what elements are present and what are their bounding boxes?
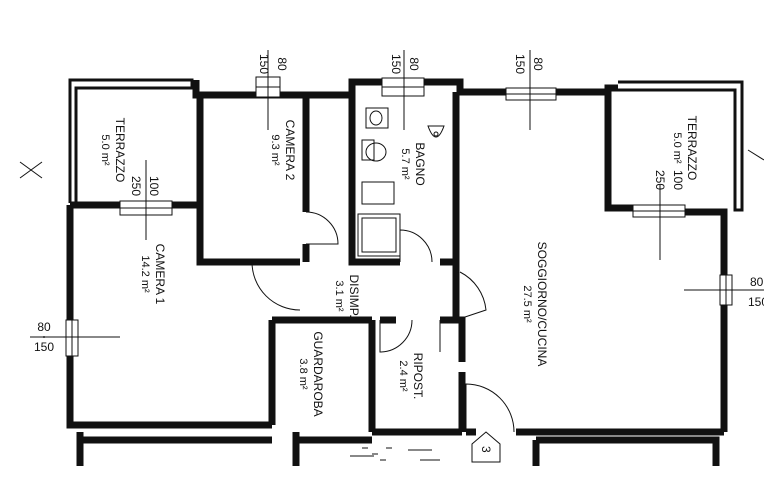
window-height: 80: [407, 57, 421, 71]
doors: [251, 211, 515, 433]
room-area: 5.0 m²: [99, 134, 111, 166]
room-label-bagno: BAGNO 5.7 m²: [399, 142, 427, 185]
room-name: RIPOST.: [411, 353, 425, 400]
room-name: TERRAZZO: [113, 118, 127, 183]
interior-walls: [76, 92, 720, 466]
window-label-w5: 100 250: [653, 170, 685, 190]
room-area: 14.2 m²: [139, 255, 151, 293]
room-label-camera2: CAMERA 2 9.3 m²: [269, 120, 297, 181]
stair-number: 3: [479, 446, 493, 453]
room-label-disimp: DISIMP. 3.1 m²: [333, 274, 361, 317]
room-area: 3.1 m²: [333, 280, 345, 312]
room-area: 2.4 m²: [397, 360, 409, 392]
window-width: 150: [513, 54, 527, 74]
bathroom-fixtures: [357, 107, 445, 257]
window-width: 150: [389, 54, 403, 74]
room-label-camera1: CAMERA 1 14.2 m²: [139, 244, 167, 305]
window-height: 80: [275, 57, 289, 71]
room-name: BAGNO: [413, 142, 427, 185]
room-label-terrazzo-right: TERRAZZO 5.0 m²: [671, 116, 699, 181]
window-height: 80: [531, 57, 545, 71]
room-area: 5.7 m²: [399, 148, 411, 180]
room-label-guardaroba: GUARDAROBA 3.8 m²: [297, 331, 325, 416]
windows: [65, 76, 733, 357]
stairs: [350, 431, 501, 463]
window-width: 150: [257, 54, 271, 74]
room-name: GUARDAROBA: [311, 331, 325, 416]
room-name: CAMERA 2: [283, 120, 297, 181]
room-name: TERRAZZO: [685, 116, 699, 181]
window-width: 150: [748, 295, 764, 309]
room-name: CAMERA 1: [153, 244, 167, 305]
room-label-ripost: RIPOST. 2.4 m²: [397, 353, 425, 400]
room-area: 9.3 m²: [269, 134, 281, 166]
window-height: 100: [147, 176, 161, 196]
dimension-lines: [19, 50, 764, 338]
window-height: 80: [750, 275, 764, 289]
window-width: 150: [34, 340, 54, 354]
room-area: 27.5 m²: [521, 285, 533, 323]
window-label-w7: 80 150: [748, 275, 764, 309]
window-height: 80: [37, 320, 51, 334]
room-area: 5.0 m²: [671, 132, 683, 164]
room-name: DISIMP.: [347, 274, 361, 317]
room-area: 3.8 m²: [297, 358, 309, 390]
window-width: 250: [129, 176, 143, 196]
window-width: 250: [653, 170, 667, 190]
window-label-w3: 80 150: [513, 54, 545, 74]
window-height: 100: [671, 170, 685, 190]
window-label-w4: 100 250: [129, 176, 161, 196]
window-label-w2: 80 150: [389, 54, 421, 74]
window-label-w1: 80 150: [257, 54, 289, 74]
window-label-w6: 80 150: [34, 320, 54, 354]
exterior-walls: [66, 78, 744, 436]
room-label-terrazzo-left: TERRAZZO 5.0 m²: [99, 118, 127, 183]
room-name: SOGGIORNO/CUCINA: [535, 242, 549, 367]
room-label-soggiorno: SOGGIORNO/CUCINA 27.5 m²: [521, 242, 549, 367]
